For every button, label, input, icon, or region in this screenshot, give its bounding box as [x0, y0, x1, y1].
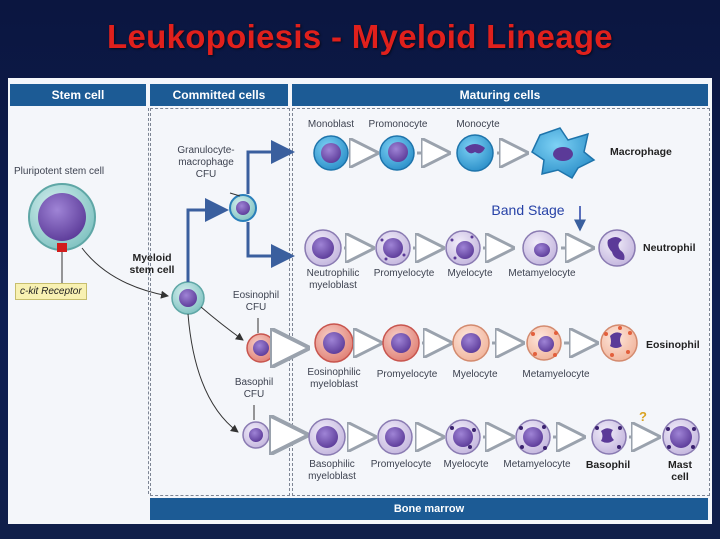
header-stem-cell: Stem cell: [10, 84, 146, 106]
eosinophilic-myeloblast-cell: [314, 323, 354, 363]
gm-pointer: [229, 192, 241, 197]
maturing-cells-box: [292, 108, 710, 496]
mast-cell-question-mark: ?: [639, 409, 647, 424]
column-divider: [148, 108, 149, 494]
basophil-metamyelocyte-label: Metamyelocyte: [503, 459, 571, 470]
basophil-metamyelocyte-cell: [515, 419, 551, 455]
neutrophil-myelocyte-cell: [445, 230, 481, 266]
monoblast-cell: [313, 135, 349, 171]
eosinophil-myelocyte-label: Myelocyte: [452, 369, 498, 380]
basophil-cfu-cell: [242, 421, 270, 449]
neutrophil-metamyelocyte-cell: [522, 230, 558, 266]
arrow-myeloid-to-gm: [186, 198, 229, 282]
eosinophil-promyelocyte-cell: [382, 324, 420, 362]
pluripotent-stem-cell-label: Pluripotent stem cell: [14, 166, 105, 177]
mast-cell: [662, 418, 700, 456]
promonocyte-cell: [379, 135, 415, 171]
neutrophil-promyelocyte-label: Promyelocyte: [373, 268, 435, 279]
slide-title: Leukopoiesis - Myeloid Lineage: [107, 18, 613, 55]
c-kit-receptor-label: c-kit Receptor: [15, 283, 87, 300]
gm-cfu-label: Granulocyte- macrophage CFU: [177, 145, 235, 180]
neutrophil-promyelocyte-cell: [375, 230, 411, 266]
basophil-cell: [591, 419, 627, 455]
neutrophil-myelocyte-label: Myelocyte: [447, 268, 493, 279]
bone-marrow-bar: Bone marrow: [150, 498, 708, 520]
eosinophil-cfu-cell: [246, 333, 276, 363]
macrophage-label: Macrophage: [610, 146, 672, 158]
eosinophil-label: Eosinophil: [646, 339, 700, 351]
myeloid-stem-cell: [171, 281, 205, 315]
eosinophil-promyelocyte-label: Promyelocyte: [376, 369, 438, 380]
neutrophilic-myeloblast-cell: [304, 229, 342, 267]
monocyte-cell: [456, 134, 494, 172]
arrow-gm-to-myeloblast: [246, 222, 295, 268]
eosinophil-myelocyte-cell: [452, 324, 490, 362]
pluripotent-stem-cell: [28, 183, 96, 251]
eosinophilic-myeloblast-label: Eosinophilic myeloblast: [307, 367, 361, 390]
arrow-stem-to-myeloid: [81, 247, 169, 299]
basophil-myelocyte-cell: [445, 419, 481, 455]
basophil-promyelocyte-cell: [377, 419, 413, 455]
c-kit-receptor-marker: [57, 243, 67, 252]
eosinophil-metamyelocyte-label: Metamyelocyte: [522, 369, 590, 380]
header-committed-cells: Committed cells: [150, 84, 288, 106]
monoblast-label: Monoblast: [307, 119, 355, 130]
neutrophil-label: Neutrophil: [643, 242, 696, 254]
arrow-myeloid-to-eos-cfu: [200, 306, 244, 341]
neutrophilic-myeloblast-label: Neutrophilic myeloblast: [306, 268, 360, 291]
basophilic-myeloblast-label: Basophilic myeloblast: [308, 459, 356, 482]
basophil-myelocyte-label: Myelocyte: [443, 459, 489, 470]
arrow-gm-to-monoblast: [246, 140, 295, 194]
gm-cfu-cell: [229, 194, 257, 222]
basophil-promyelocyte-label: Promyelocyte: [370, 459, 432, 470]
committed-cells-box: [150, 108, 290, 496]
basophilic-myeloblast-cell: [308, 418, 346, 456]
basophil-cfu-label: Basophil CFU: [234, 377, 274, 400]
eosinophil-cell: [600, 324, 638, 362]
neutrophil-cell: [598, 229, 636, 267]
arrow-myeloid-to-baso-cfu: [187, 313, 239, 433]
eosinophil-metamyelocyte-cell: [526, 325, 562, 361]
myeloid-stem-cell-label: Myeloid stem cell: [129, 252, 175, 276]
macrophage-cell: [531, 127, 596, 180]
promonocyte-label: Promonocyte: [368, 119, 428, 130]
mast-cell-label: Mast cell: [668, 459, 692, 483]
band-stage-label: Band Stage: [491, 202, 565, 218]
header-maturing-cells: Maturing cells: [292, 84, 708, 106]
neutrophil-metamyelocyte-label: Metamyelocyte: [508, 268, 576, 279]
monocyte-label: Monocyte: [456, 119, 500, 130]
basophil-label: Basophil: [585, 459, 631, 471]
eosinophil-cfu-label: Eosinophil CFU: [232, 290, 280, 313]
